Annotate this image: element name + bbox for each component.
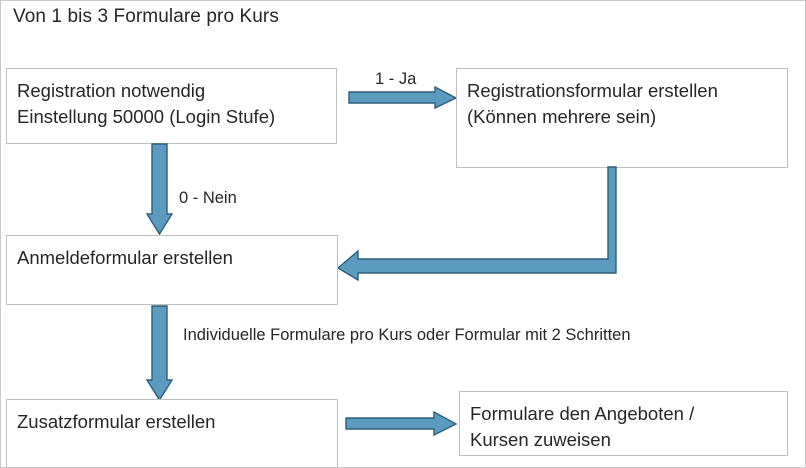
note-per-course: Individuelle Formulare pro Kurs oder For…	[183, 323, 631, 348]
node-registration-check-line2: Einstellung 50000 (Login Stufe)	[17, 106, 276, 128]
node-assign-forms-line2: Kursen zuweisen	[470, 429, 611, 451]
arrow-registration-form-to-signup-form	[336, 166, 617, 282]
node-registration-check[interactable]: Registration notwendig Einstellung 50000…	[6, 68, 337, 144]
edge-label-yes: 1 - Ja	[375, 70, 417, 88]
node-registration-form-line2: (Können mehrere sein)	[467, 106, 657, 128]
arrow-yes-right	[348, 85, 458, 110]
node-registration-check-line1: Registration notwendig	[17, 80, 206, 101]
note-per-course-line1: Individuelle Formulare pro Kurs	[183, 326, 413, 344]
node-assign-forms-line1: Formulare den Angeboten /	[470, 403, 695, 424]
node-signup-form[interactable]: Anmeldeformular erstellen	[6, 235, 338, 305]
node-extra-form[interactable]: Zusatzformular erstellen	[6, 399, 338, 467]
node-registration-form[interactable]: Registrationsformular erstellen (Können …	[456, 68, 788, 168]
arrow-extra-to-assign-right	[345, 410, 458, 437]
node-signup-form-line1: Anmeldeformular erstellen	[17, 247, 233, 268]
arrow-signup-to-extra-down	[145, 305, 174, 402]
arrow-no-down	[145, 143, 174, 236]
note-per-course-line2: oder Formular mit 2 Schritten	[416, 326, 631, 344]
page-title: Von 1 bis 3 Formulare pro Kurs	[13, 6, 279, 27]
node-extra-form-line1: Zusatzformular erstellen	[17, 411, 216, 432]
node-assign-forms[interactable]: Formulare den Angeboten / Kursen zuweise…	[459, 391, 788, 456]
node-registration-form-line1: Registrationsformular erstellen	[467, 80, 718, 101]
edge-label-no: 0 - Nein	[179, 189, 237, 207]
